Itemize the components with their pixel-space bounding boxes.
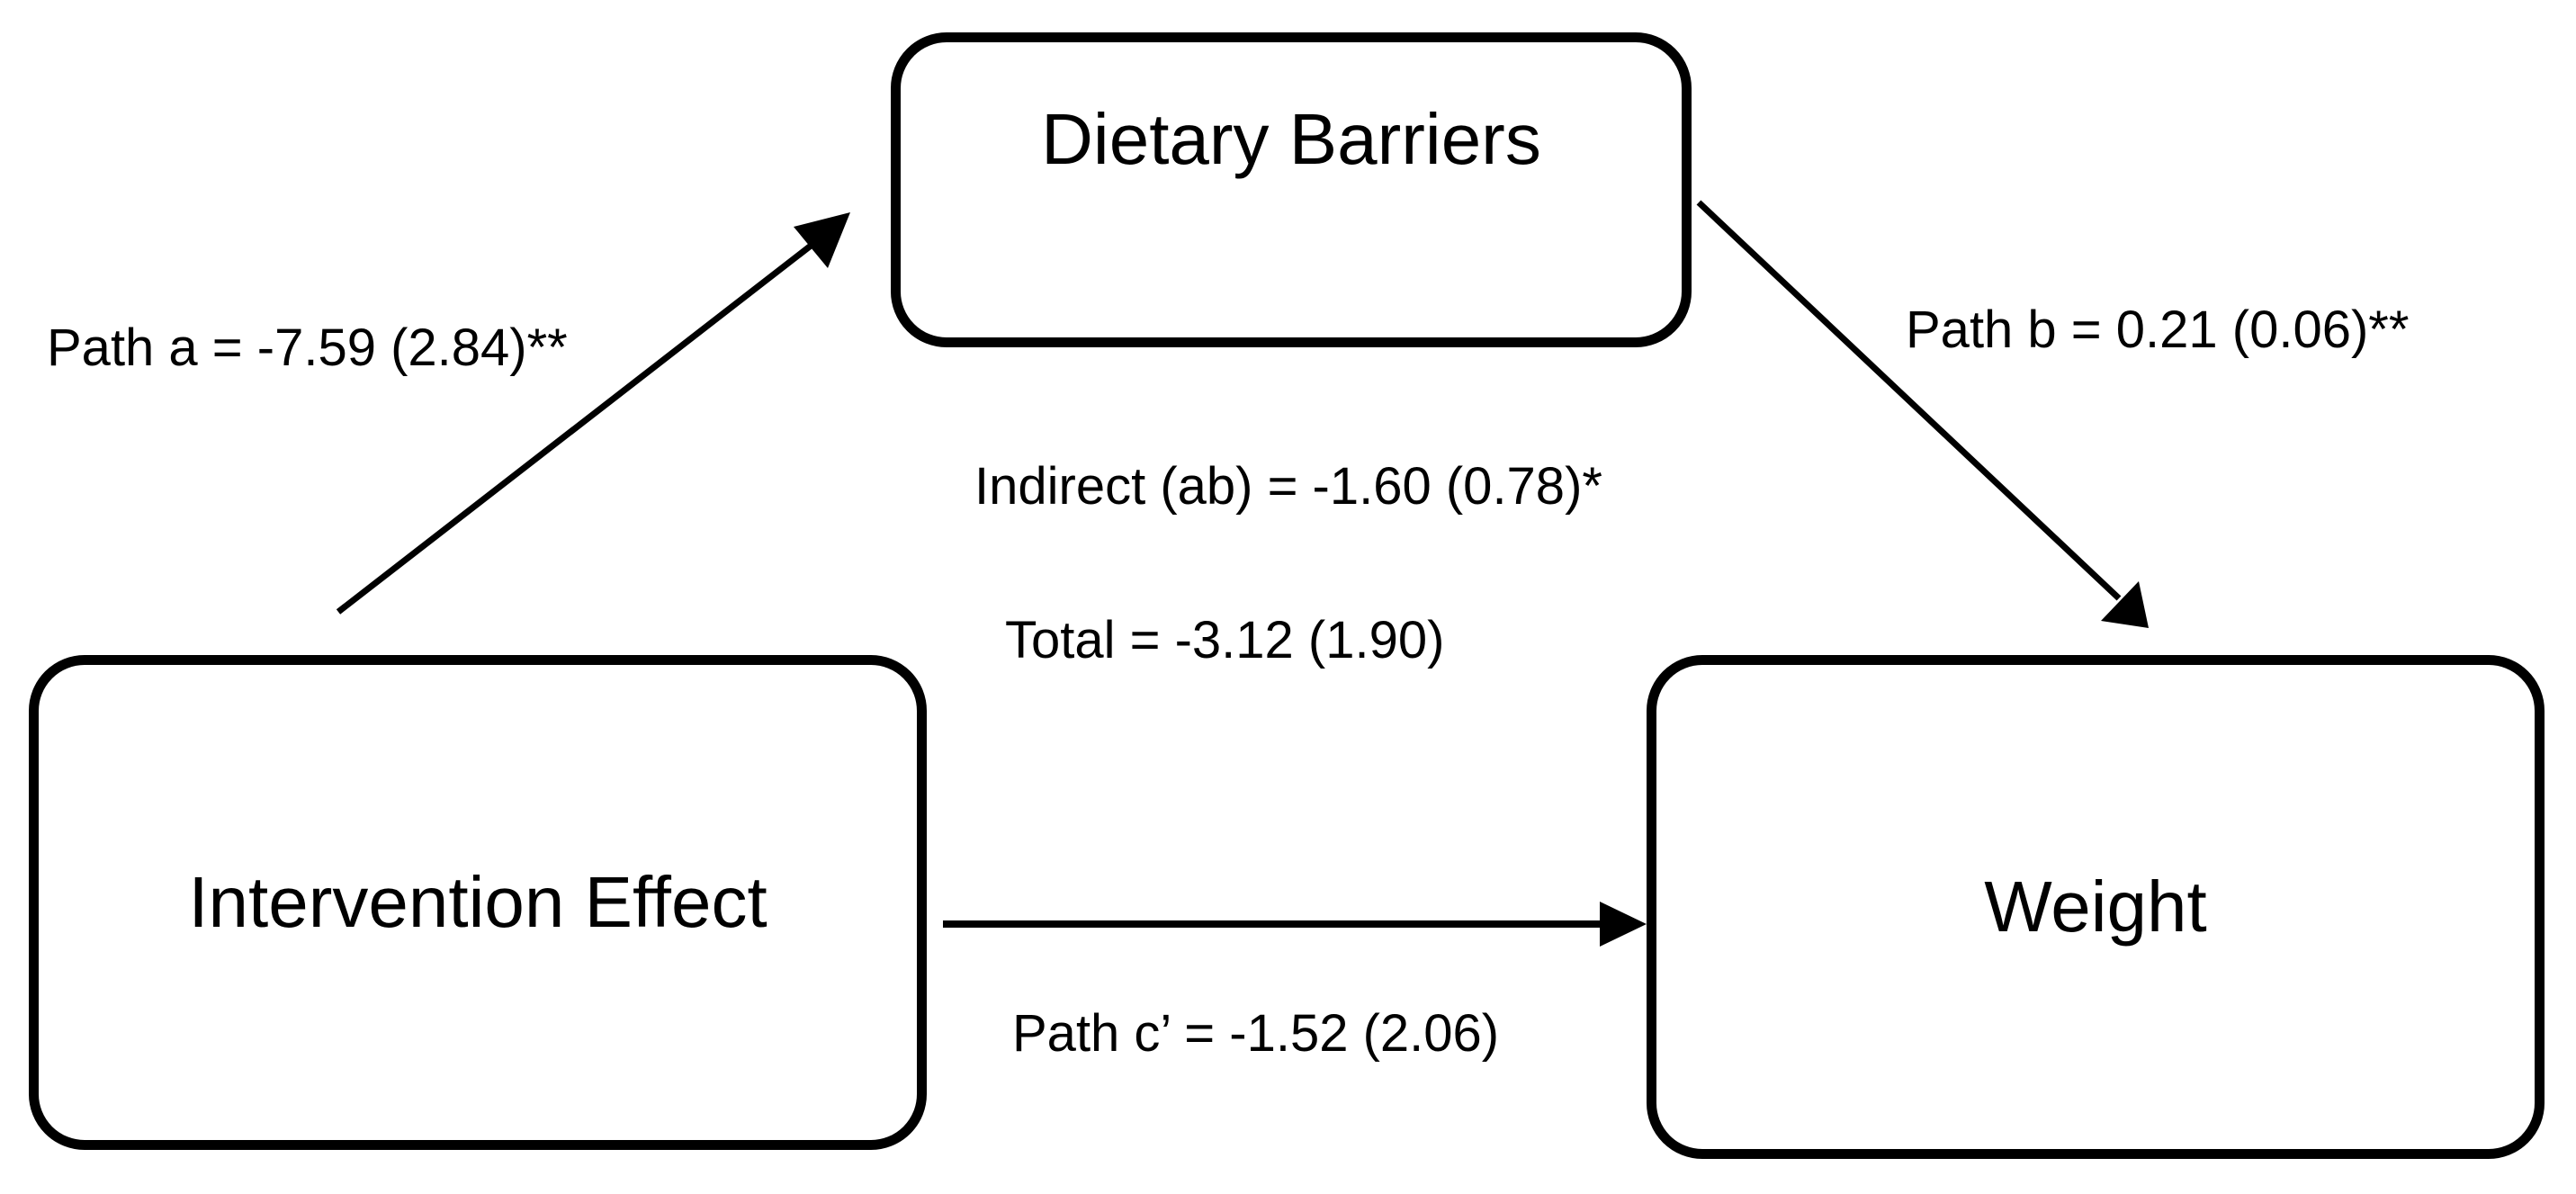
intervention-effect-box: Intervention Effect xyxy=(29,655,927,1150)
total-effect-label: Total = -3.12 (1.90) xyxy=(1005,611,1445,669)
path-a-arrow xyxy=(336,212,850,615)
path-a-label: Path a = -7.59 (2.84)** xyxy=(47,319,568,377)
weight-box: Weight xyxy=(1647,655,2545,1159)
weight-label: Weight xyxy=(1984,866,2207,947)
path-c-prime-label: Path c’ = -1.52 (2.06) xyxy=(1012,1004,1500,1063)
path-b-arrow xyxy=(1696,200,2149,628)
dietary-barriers-box: Dietary Barriers xyxy=(891,32,1692,347)
path-b-label: Path b = 0.21 (0.06)** xyxy=(1906,301,2410,359)
intervention-effect-label: Intervention Effect xyxy=(188,862,767,942)
path-c-prime-arrow xyxy=(943,902,1647,947)
dietary-barriers-label: Dietary Barriers xyxy=(1041,99,1541,179)
indirect-effect-label: Indirect (ab) = -1.60 (0.78)* xyxy=(974,457,1602,516)
